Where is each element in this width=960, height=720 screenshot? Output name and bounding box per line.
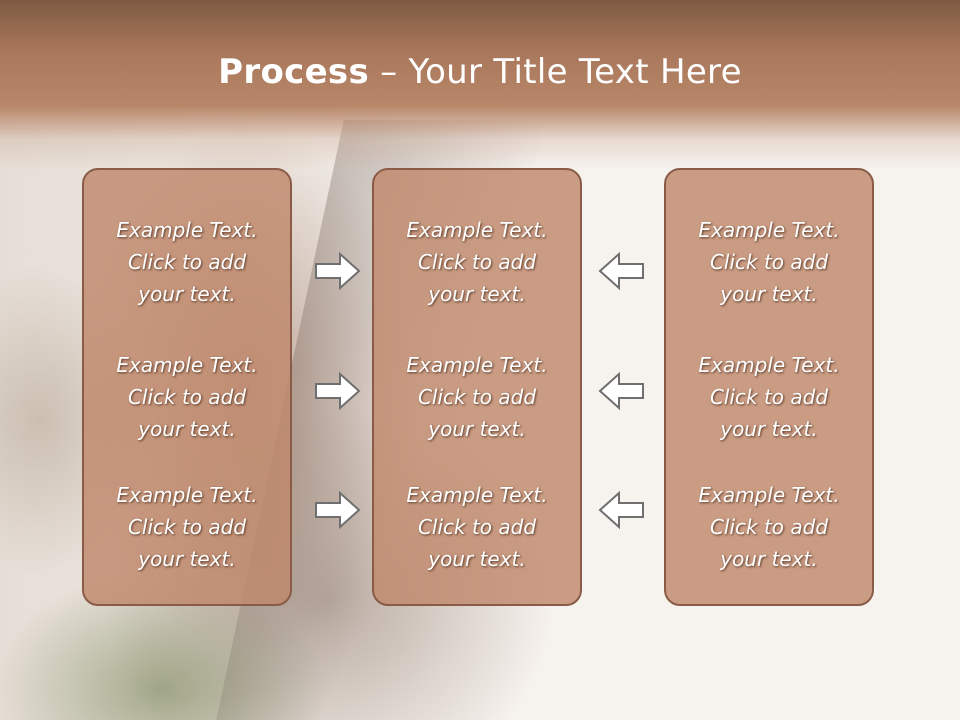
text-line: Click to add bbox=[127, 385, 247, 409]
text-placeholder[interactable]: Example Text. Click to add your text. bbox=[84, 479, 290, 575]
process-box-right[interactable]: Example Text. Click to add your text. Ex… bbox=[664, 168, 874, 606]
text-line: Example Text. bbox=[116, 218, 258, 242]
text-line: Click to add bbox=[417, 515, 537, 539]
text-line: your text. bbox=[428, 417, 526, 441]
left-arrow-icon bbox=[597, 251, 645, 291]
left-arrow-icon bbox=[597, 371, 645, 411]
text-placeholder[interactable]: Example Text. Click to add your text. bbox=[374, 479, 580, 575]
text-line: your text. bbox=[138, 417, 236, 441]
text-placeholder[interactable]: Example Text. Click to add your text. bbox=[666, 479, 872, 575]
title-separator: – bbox=[369, 52, 409, 92]
text-line: Example Text. bbox=[406, 218, 548, 242]
text-line: Example Text. bbox=[698, 483, 840, 507]
text-line: your text. bbox=[720, 417, 818, 441]
text-placeholder[interactable]: Example Text. Click to add your text. bbox=[374, 214, 580, 310]
title-bold-text: Process bbox=[218, 52, 370, 92]
text-line: Example Text. bbox=[698, 218, 840, 242]
text-line: your text. bbox=[428, 282, 526, 306]
text-line: Click to add bbox=[709, 250, 829, 274]
text-line: Example Text. bbox=[406, 353, 548, 377]
text-line: Click to add bbox=[709, 385, 829, 409]
slide-title[interactable]: Process – Your Title Text Here bbox=[0, 52, 960, 92]
text-line: your text. bbox=[428, 547, 526, 571]
text-line: Click to add bbox=[417, 385, 537, 409]
text-line: Click to add bbox=[709, 515, 829, 539]
title-rest-text: Your Title Text Here bbox=[408, 52, 742, 92]
process-box-left[interactable]: Example Text. Click to add your text. Ex… bbox=[82, 168, 292, 606]
text-line: your text. bbox=[720, 547, 818, 571]
text-line: Example Text. bbox=[116, 353, 258, 377]
text-placeholder[interactable]: Example Text. Click to add your text. bbox=[84, 214, 290, 310]
text-line: Click to add bbox=[127, 250, 247, 274]
text-line: Example Text. bbox=[116, 483, 258, 507]
left-arrow-icon bbox=[597, 490, 645, 530]
right-arrow-icon bbox=[314, 371, 362, 411]
text-placeholder[interactable]: Example Text. Click to add your text. bbox=[374, 349, 580, 445]
text-line: Example Text. bbox=[406, 483, 548, 507]
right-arrow-icon bbox=[314, 490, 362, 530]
text-line: Example Text. bbox=[698, 353, 840, 377]
text-line: your text. bbox=[720, 282, 818, 306]
right-arrow-icon bbox=[314, 251, 362, 291]
text-placeholder[interactable]: Example Text. Click to add your text. bbox=[84, 349, 290, 445]
text-line: Click to add bbox=[127, 515, 247, 539]
text-line: your text. bbox=[138, 547, 236, 571]
text-line: your text. bbox=[138, 282, 236, 306]
text-placeholder[interactable]: Example Text. Click to add your text. bbox=[666, 214, 872, 310]
process-box-center[interactable]: Example Text. Click to add your text. Ex… bbox=[372, 168, 582, 606]
text-line: Click to add bbox=[417, 250, 537, 274]
text-placeholder[interactable]: Example Text. Click to add your text. bbox=[666, 349, 872, 445]
title-band bbox=[0, 0, 960, 170]
